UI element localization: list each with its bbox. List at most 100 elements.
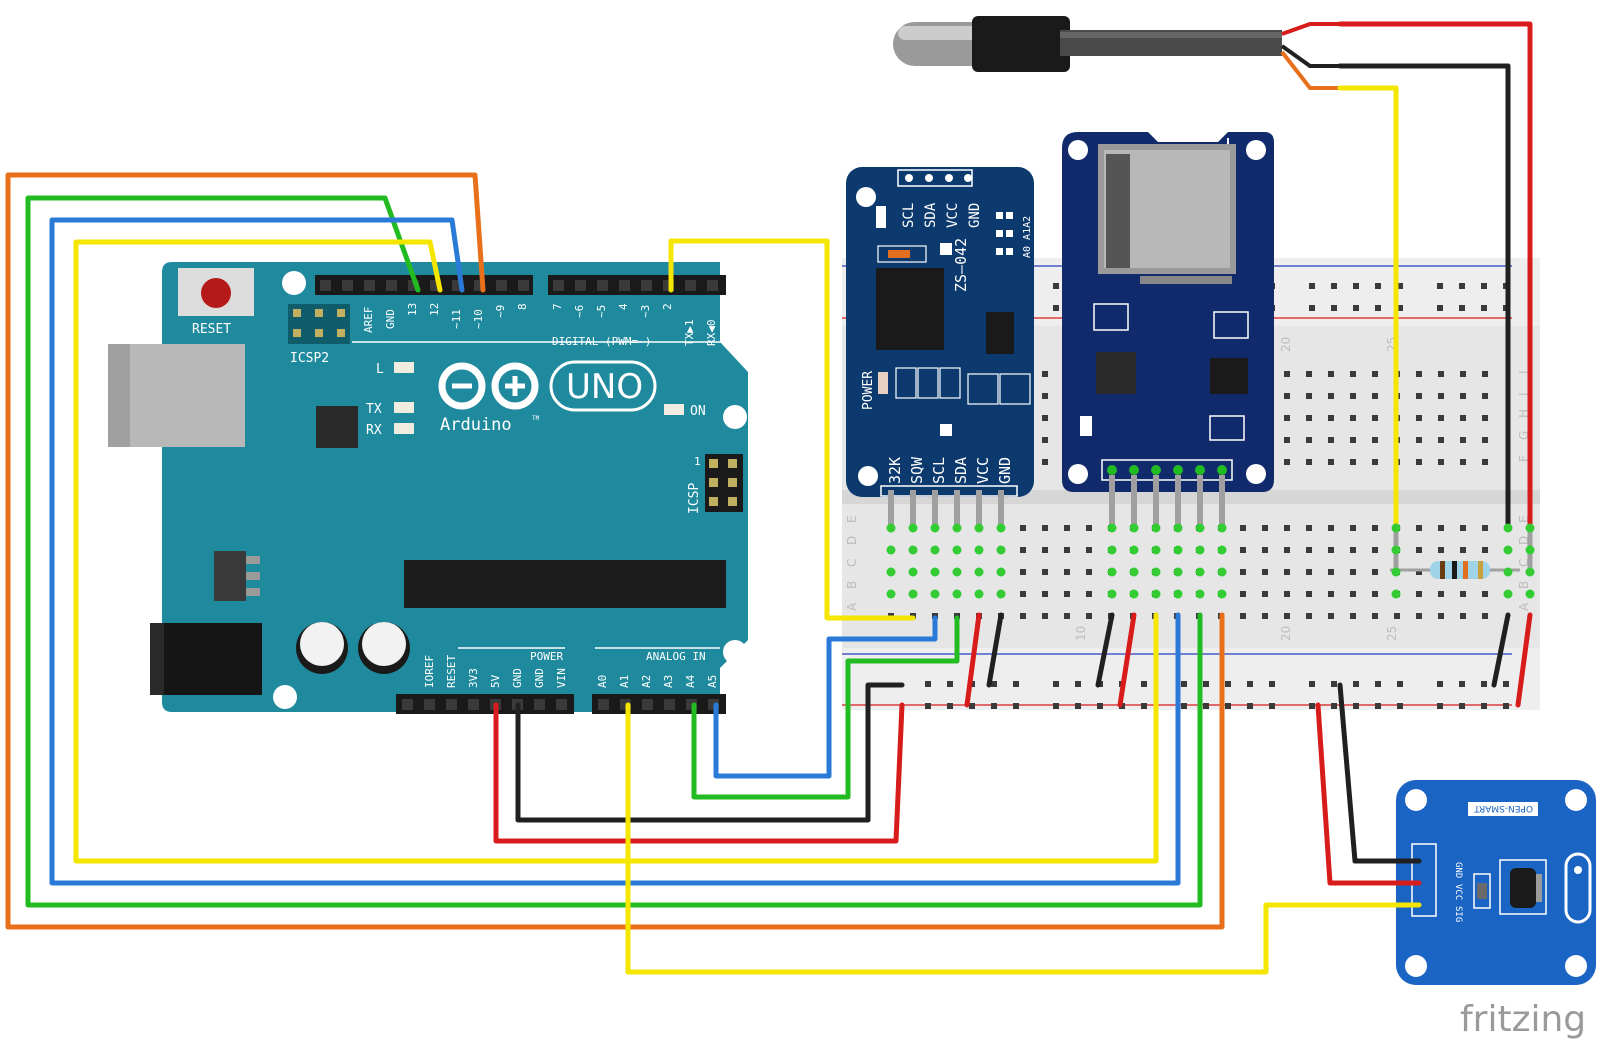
capacitor-2-top (362, 622, 406, 666)
pin-label-5: ~5 (595, 305, 608, 318)
breadboard-hole (1240, 569, 1246, 575)
breadboard-hole (1375, 305, 1381, 311)
breadboard-hole (1350, 525, 1356, 531)
rtc-top-header-pins (905, 174, 972, 182)
power-label: POWER (530, 650, 563, 663)
brand-tm: TM (532, 415, 540, 422)
pin-label-4: 4 (617, 303, 630, 310)
wire-yellow-probe-data (1337, 85, 1399, 531)
wire-yellow-d2-to-rtc-sqw (668, 238, 916, 621)
rtc-diode (888, 250, 910, 258)
rtc-pin-gnd: GND (996, 457, 1014, 484)
breadboard-hole (1042, 415, 1048, 421)
pin-label-gnd-top: GND (384, 309, 397, 329)
connection-dot (1391, 545, 1401, 555)
jumper-black-sd-gnd (1095, 612, 1115, 688)
breadboard-hole (1353, 703, 1359, 709)
connection-dot (1107, 523, 1117, 533)
rtc-addr-pads (996, 212, 1013, 255)
breadboard-hole (1372, 459, 1378, 465)
breadboard-hole (1328, 613, 1334, 619)
reset-button[interactable] (201, 278, 231, 308)
wire-blue-a5-to-rtc-scl (713, 615, 938, 779)
breadboard-hole (925, 703, 931, 709)
connection-dot (1195, 589, 1205, 599)
connection-dot (1391, 589, 1401, 599)
voltage-regulator (214, 551, 246, 601)
connection-dot (1151, 567, 1161, 577)
digital-label: DIGITAL (PWM=~) (552, 335, 651, 348)
breadboard-hole (1350, 547, 1356, 553)
connection-dot (1525, 523, 1535, 533)
breadboard-hole (1328, 371, 1334, 377)
led-tx (394, 402, 414, 413)
breadboard-hole (991, 681, 997, 687)
sensor-brand-box (1468, 802, 1538, 816)
pin-label-8: 8 (516, 303, 529, 310)
arduino-logo-icon (438, 362, 539, 410)
rtc-module-ds3231: SCL SDA VCC GND ZS—042 A0 A1A2 POWER 32K… (846, 167, 1034, 526)
connection-dot (1391, 523, 1401, 533)
probe-lead-red (1281, 22, 1342, 36)
breadboard-hole (1042, 613, 1048, 619)
breadboard-hole (1416, 459, 1422, 465)
open-smart-sensor-module: OPEN-SMART GND VCC SIG (1396, 780, 1596, 985)
pin-label-9: ~9 (494, 305, 507, 318)
breadboard-hole (1328, 393, 1334, 399)
breadboard-hole (1372, 569, 1378, 575)
breadboard-hole (1042, 393, 1048, 399)
breadboard-hole (1053, 305, 1059, 311)
connection-dot (1129, 567, 1139, 577)
led-l (394, 362, 414, 373)
breadboard-hole (1481, 703, 1487, 709)
wire-black-probe-gnd (1337, 63, 1511, 531)
connection-dot (1195, 567, 1205, 577)
breadboard-hole (1372, 613, 1378, 619)
power-analog-pin-labels: IOREF RESET 3V3 5V GND GND VIN A0 A1 A2 … (423, 655, 719, 688)
breadboard-hole (1284, 613, 1290, 619)
breadboard-hole (1042, 371, 1048, 377)
led-tx-label: TX (366, 402, 382, 417)
breadboard-hole (1460, 547, 1466, 553)
analog-header (592, 694, 726, 714)
connection-dot (1525, 545, 1535, 555)
breadboard-hole (925, 681, 931, 687)
connection-dots (886, 523, 1535, 599)
breadboard-hole (1353, 681, 1359, 687)
jumper-black-rtc-gnd (986, 612, 1004, 688)
breadboard-hole (1372, 525, 1378, 531)
rtc-power-label: POWER (861, 371, 876, 410)
breadboard-hole (1437, 283, 1443, 289)
resistor-band-4 (1478, 561, 1483, 579)
breadboard-hole (1203, 681, 1209, 687)
connection-dot (930, 523, 940, 533)
connection-dot (1107, 545, 1117, 555)
breadboard-hole (1437, 305, 1443, 311)
connection-dot (996, 545, 1006, 555)
breadboard-hole (1438, 525, 1444, 531)
breadboard-hole (1086, 591, 1092, 597)
dc-power-jack (150, 623, 262, 695)
analog-label: ANALOG IN (646, 650, 706, 663)
pin-label-a2: A2 (640, 675, 653, 688)
breadboard-hole (1482, 547, 1488, 553)
rtc-smd-outlines (895, 367, 1031, 405)
regulator-legs (246, 556, 260, 596)
sensor-element (1510, 868, 1536, 908)
breadboard-hole (1416, 613, 1422, 619)
breadboard-hole (1309, 283, 1315, 289)
led-l-label: L (376, 362, 384, 377)
pin-label-reset: RESET (445, 655, 458, 688)
usb-connector (108, 344, 245, 447)
connection-dot (1217, 523, 1227, 533)
sensor-header (1411, 843, 1437, 917)
breadboard-hole (1203, 703, 1209, 709)
row-label-b-left: B (845, 581, 859, 589)
rtc-pad-2 (940, 424, 952, 436)
breadboard-hole (1053, 283, 1059, 289)
row-label-e-right: E (1517, 515, 1531, 523)
breadboard-hole (1306, 613, 1312, 619)
breadboard-hole (1086, 547, 1092, 553)
breadboard-hole (1375, 681, 1381, 687)
